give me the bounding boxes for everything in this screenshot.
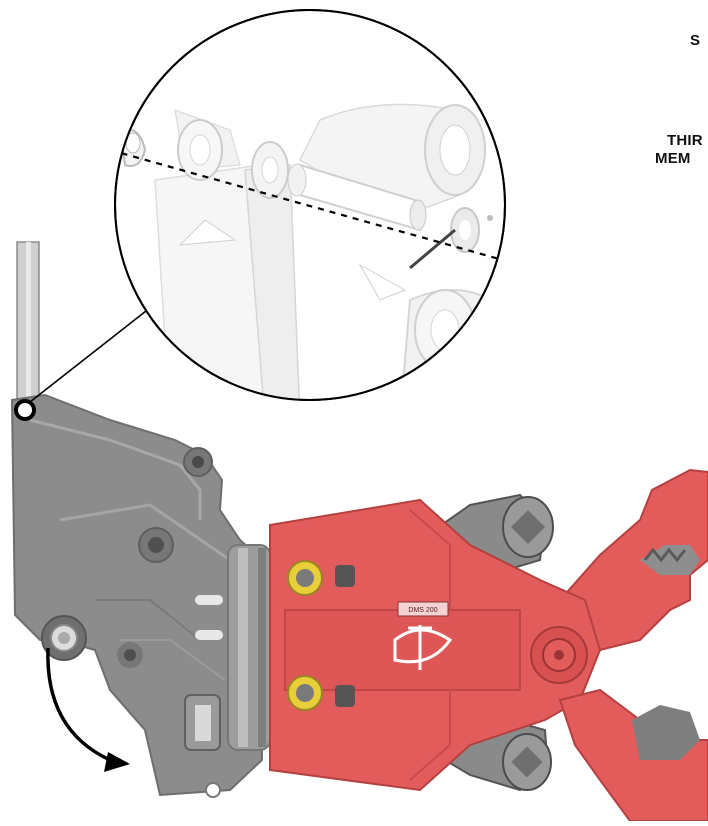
top-pin-marker [14, 399, 36, 421]
nameplate-text: DMS 200 [408, 607, 437, 614]
boom-arm [16, 241, 40, 411]
curved-arrow-icon [46, 647, 130, 772]
mounting-bracket [10, 393, 263, 797]
brand-logo-icon [393, 625, 453, 670]
rotator-ring [227, 544, 271, 751]
jaw-body [269, 498, 602, 792]
label-top: S [690, 32, 701, 49]
bracket-pin-holes [14, 399, 223, 798]
yellow-pins [287, 560, 355, 711]
leader-line [29, 299, 161, 403]
label-middle-line1: THIR [667, 132, 703, 149]
label-middle-line2: MEM [655, 150, 691, 167]
detail-circle [114, 9, 506, 401]
upper-jaw [558, 468, 708, 652]
lower-jaw [558, 688, 708, 822]
